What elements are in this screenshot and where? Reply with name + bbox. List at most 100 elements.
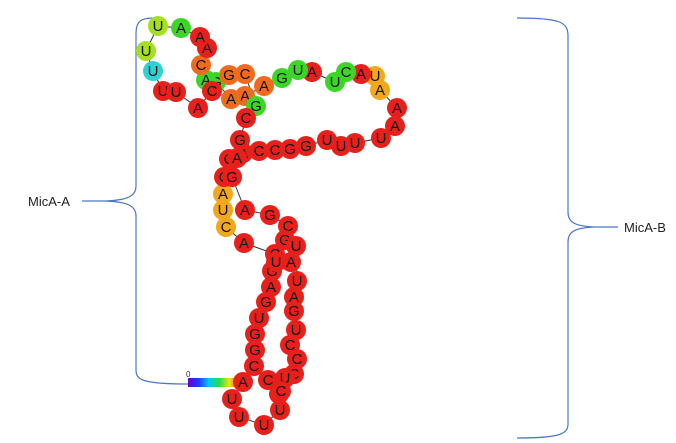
nucleotide-letter: A [239, 235, 249, 252]
nucleotide-letter: G [234, 132, 246, 149]
nucleotide-letter: C [283, 218, 294, 235]
nucleotide-letter: U [171, 84, 182, 101]
nucleotide: A [351, 64, 371, 84]
nucleotide: C [265, 140, 285, 160]
nucleotide: A [234, 233, 254, 253]
nucleotide-circle [233, 372, 253, 392]
nucleotide-circle [227, 148, 247, 168]
nucleotide: A [281, 252, 301, 272]
nucleotide-letter: C [221, 219, 232, 236]
nucleotide-circle [371, 128, 391, 148]
nucleotide: U [254, 415, 274, 435]
nucleotide-letter: U [275, 402, 286, 419]
nucleotide-letter: A [226, 91, 236, 108]
nucleotide-letter: A [289, 289, 299, 306]
nucleotide: U [222, 389, 242, 409]
nucleotide-letter: C [254, 143, 265, 160]
nucleotide: G [260, 205, 280, 225]
nucleotide: A [233, 372, 253, 392]
nucleotide-circle [272, 68, 292, 88]
nucleotide-letter: G [249, 342, 261, 359]
nucleotide-letter: U [322, 132, 333, 149]
nucleotide: U [325, 72, 345, 92]
nucleotide: A [385, 116, 405, 136]
nucleotide-letter: A [356, 66, 366, 83]
nucleotide-letter: U [370, 68, 381, 85]
nucleotide: A [188, 98, 208, 118]
nucleotide-letter: G [266, 263, 278, 280]
nucleotide-circle [387, 98, 407, 118]
nucleotide-circle [271, 381, 291, 401]
nucleotide: C [249, 141, 269, 161]
nucleotide-circle [219, 65, 239, 85]
nucleotide-circle [245, 324, 265, 344]
nucleotide-letter: C [263, 372, 274, 389]
nucleotide: U [143, 61, 163, 81]
nucleotide: U [345, 133, 365, 153]
nucleotide-circle [266, 252, 286, 272]
nucleotide-letter: U [158, 83, 169, 100]
nucleotide: C [236, 108, 256, 128]
nucleotide: U [166, 82, 186, 102]
nucleotide-letter: U [141, 43, 152, 60]
nucleotide-letter: G [300, 138, 312, 155]
nucleotide-letter: G [264, 207, 276, 224]
nucleotide-letter: U [376, 130, 387, 147]
nucleotide: C [244, 356, 264, 376]
nucleotide-circle [221, 89, 241, 109]
nucleotide-letter: U [254, 310, 265, 327]
nucleotide-letter: U [330, 74, 341, 91]
nucleotide-letter: U [291, 238, 302, 255]
nucleotide-layer: AUUUUUCCGGUGAGCACUACCACCGGUUUUAAAUACUAUG… [136, 16, 407, 435]
nucleotide-letter: U [153, 18, 164, 35]
nucleotide-letter: A [238, 374, 248, 391]
nucleotide: U [270, 400, 290, 420]
nucleotide-letter: A [176, 20, 186, 37]
nucleotide-letter: U [227, 391, 238, 408]
nucleotide-circle [229, 407, 249, 427]
nucleotide-circle [230, 130, 250, 150]
nucleotide: G [245, 340, 265, 360]
nucleotide: U [229, 407, 249, 427]
nucleotide-circle [287, 349, 307, 369]
nucleotide-letter: U [291, 322, 302, 339]
nucleotide-letter: A [266, 279, 276, 296]
nucleotide: C [271, 381, 291, 401]
nucleotide-circle [188, 98, 208, 118]
nucleotide-circle [284, 301, 304, 321]
nucleotide-circle [244, 356, 264, 376]
label-mica-a: MicA-A [28, 194, 70, 209]
colour-scale-bar [188, 378, 240, 387]
left-bracket [105, 17, 191, 385]
nucleotide-letter: G [223, 67, 235, 84]
nucleotide-letter: A [375, 82, 385, 99]
nucleotide-circle [222, 389, 242, 409]
nucleotide-letter: C [276, 383, 287, 400]
nucleotide-letter: A [286, 254, 296, 271]
nucleotide-letter: U [280, 370, 291, 387]
nucleotide-letter: A [201, 72, 211, 89]
nucleotide-circle [148, 16, 168, 36]
nucleotide-circle [234, 233, 254, 253]
nucleotide-letter: U [350, 135, 361, 152]
nucleotide-circle [385, 116, 405, 136]
nucleotide: A [213, 184, 233, 204]
nucleotide-letter: C [285, 337, 296, 354]
nucleotide-letter: A [218, 186, 228, 203]
nucleotide: G [280, 139, 300, 159]
nucleotide-circle [213, 184, 233, 204]
nucleotide: U [148, 16, 168, 36]
nucleotide: A [171, 18, 191, 38]
nucleotide-circle [286, 236, 306, 256]
nucleotide-circle [249, 141, 269, 161]
nucleotide: U [286, 236, 306, 256]
nucleotide: C [202, 81, 222, 101]
nucleotide: C [235, 64, 255, 84]
nucleotide-circle [191, 55, 211, 75]
nucleotide-letter: C [270, 142, 281, 159]
nucleotide-letter: G [226, 169, 238, 186]
nucleotide: C [216, 217, 236, 237]
nucleotide-circle [287, 271, 307, 291]
nucleotide: A [284, 287, 304, 307]
